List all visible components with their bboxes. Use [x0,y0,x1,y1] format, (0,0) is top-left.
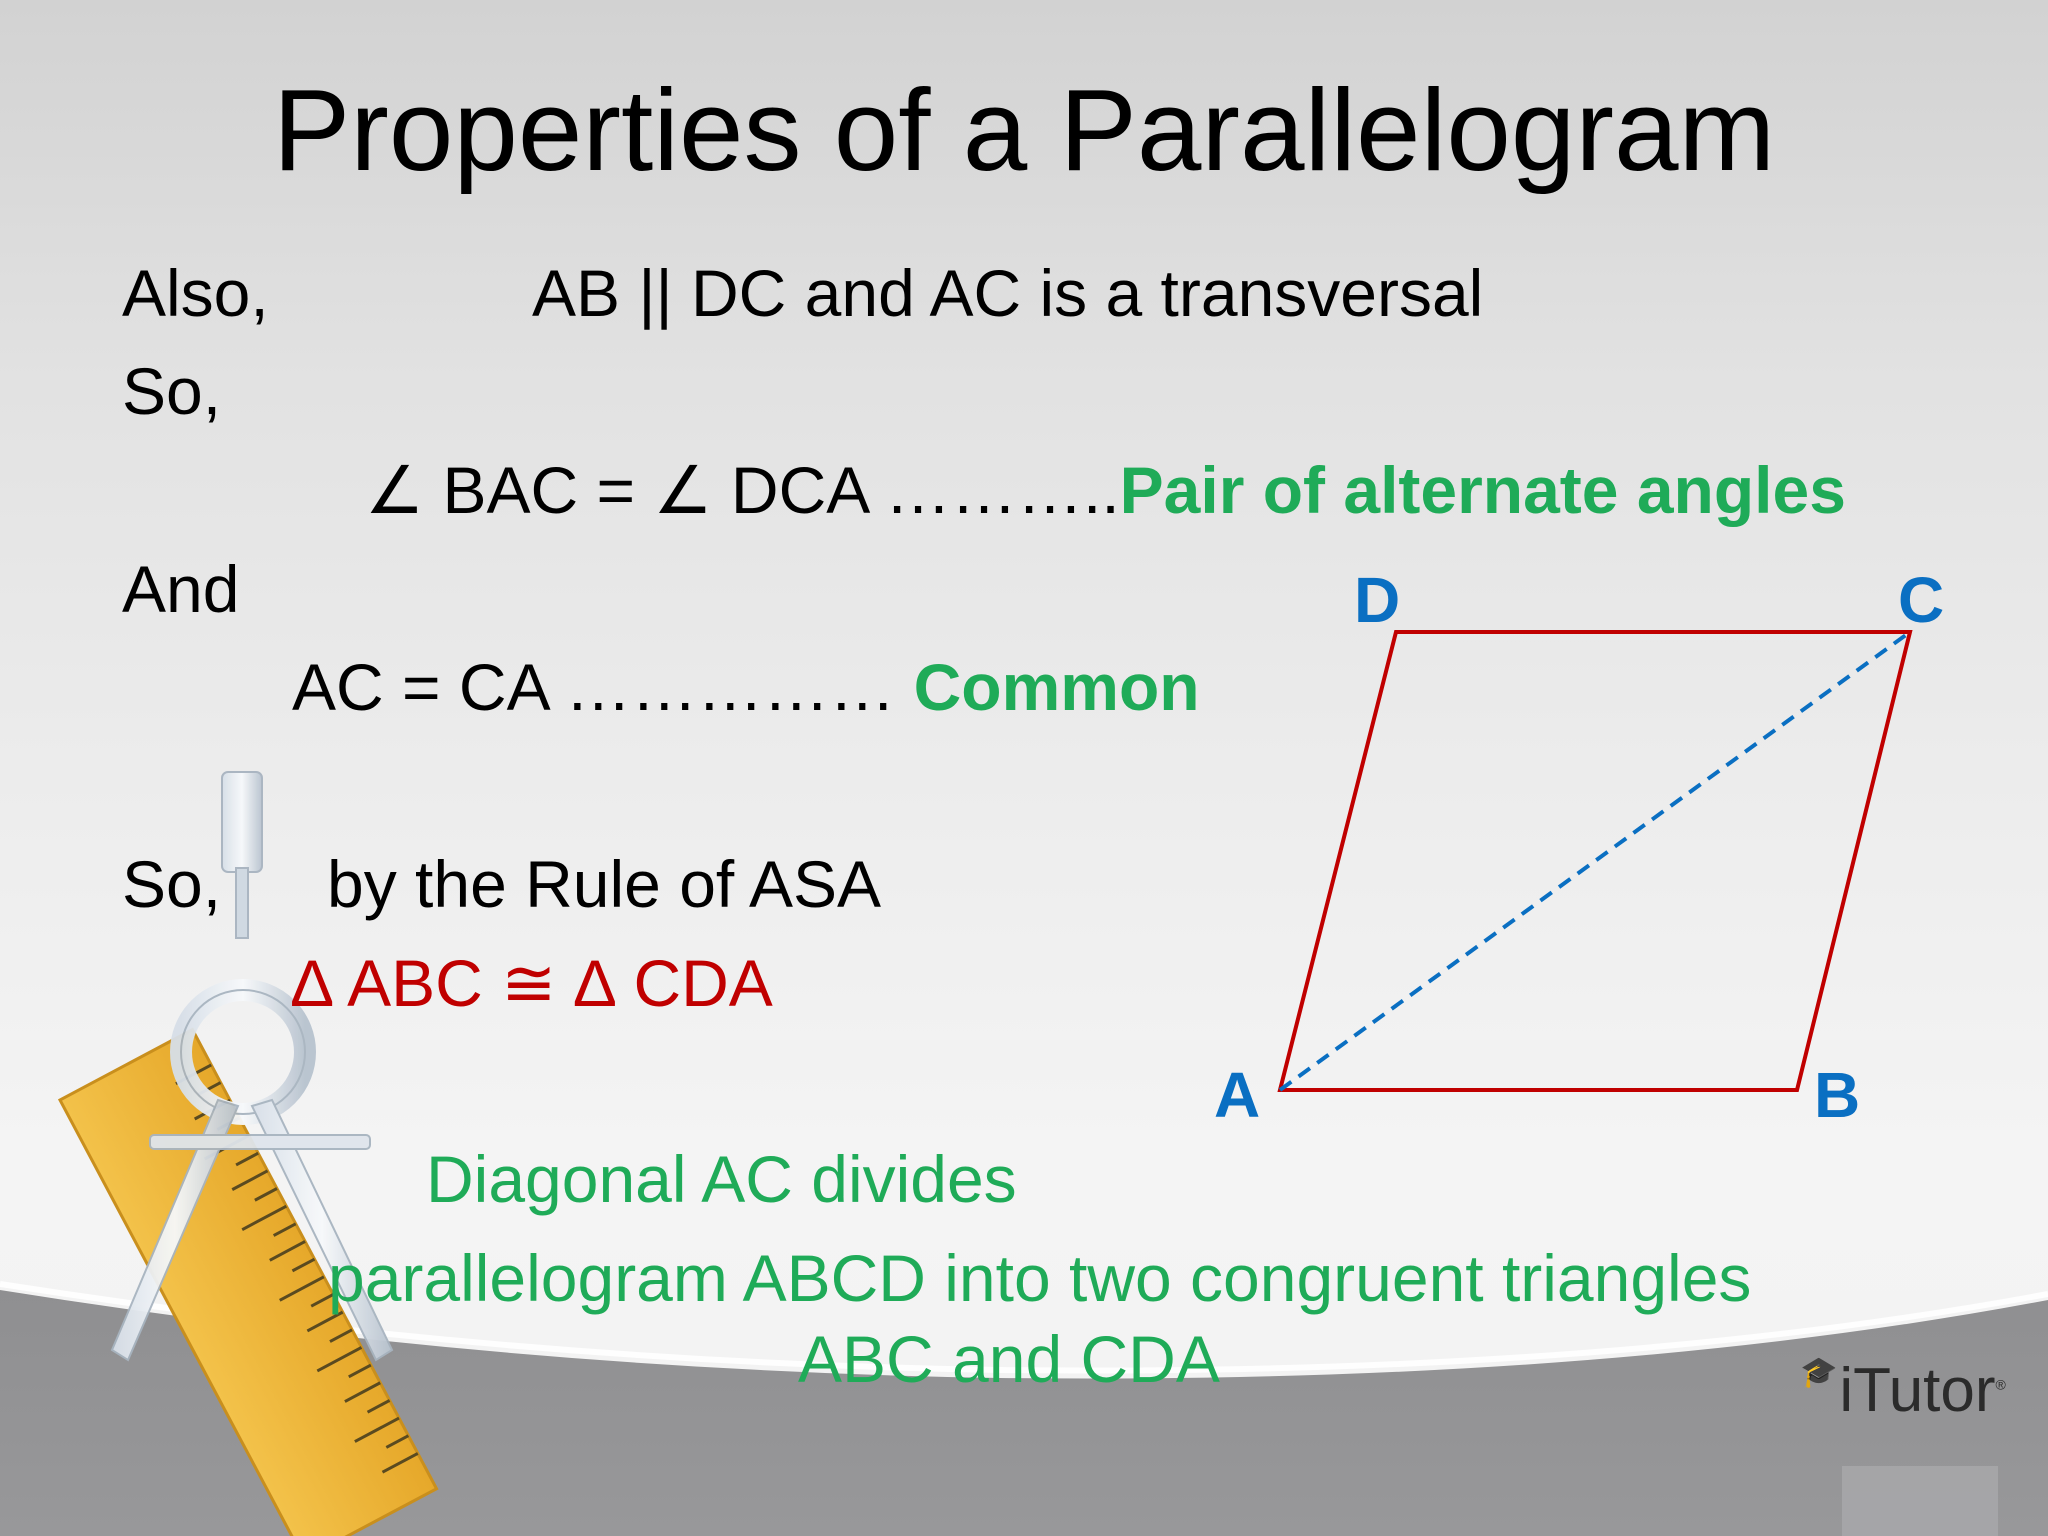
parallelogram-sides [1277,630,1913,1092]
vertex-label-d: D [1354,564,1401,636]
and-label: And [122,552,240,626]
diagonal-ac [1278,630,1912,1092]
common-side-statement: AC = CA …………… Common [292,654,1200,720]
conclusion-line-1: Diagonal AC divides [426,1142,1017,1216]
vertex-label-a: A [1214,1059,1261,1131]
angle-statement: ∠ BAC = ∠ DCA ………..Pair of alternate ang… [365,457,1846,523]
angle-equation: ∠ BAC = ∠ DCA ……….. [365,453,1120,527]
so-label-1: So, [122,354,222,428]
parallelogram-figure [1277,630,1913,1092]
compass-icon [110,771,394,1362]
logo-registered-mark: ® [1995,1376,2006,1393]
conclusion-line-3: ABC and CDA [798,1322,1220,1396]
graduation-cap-icon: 🎓 [1800,1356,1838,1389]
so-label-2: So, [122,847,222,921]
parallel-statement: AB || DC and AC is a transversal [532,256,1484,330]
conclusion-line-2: parallelogram ABCD into two congruent tr… [328,1241,1752,1315]
also-label: Also, [122,256,269,330]
asa-rule: by the Rule of ASA [327,847,882,921]
vertex-label-c: C [1898,564,1945,636]
bottom-swoosh [0,1290,2048,1536]
page-title: Properties of a Parallelogram [272,65,1776,195]
angle-reason: Pair of alternate angles [1119,453,1846,527]
itutor-logo: 🎓iTutor® [1800,1355,2006,1426]
vertex-label-b: B [1814,1059,1861,1131]
ac-reason: Common [913,650,1200,724]
ac-equation: AC = CA …………… [292,650,896,724]
logo-text: iTutor [1839,1356,1996,1425]
congruence-statement: ∆ ABC ≅ ∆ CDA [292,946,773,1020]
